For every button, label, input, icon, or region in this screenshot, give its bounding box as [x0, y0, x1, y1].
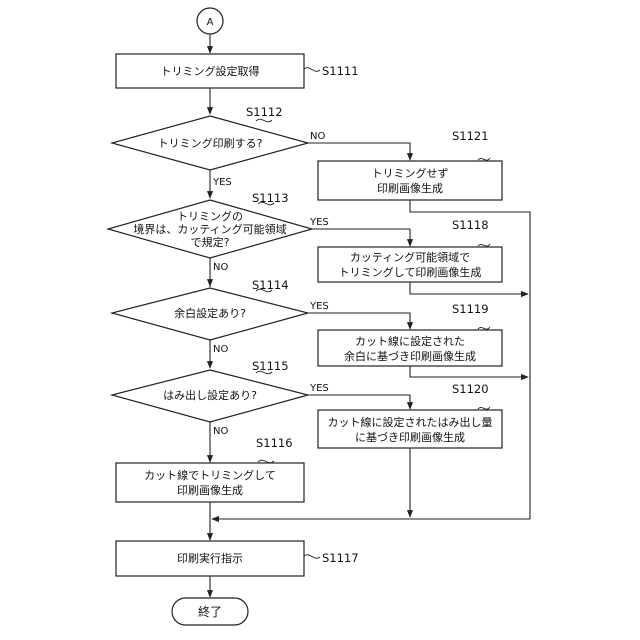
decision-label: トリミングの	[177, 209, 243, 223]
no-label: NO	[213, 426, 228, 437]
leader-line	[304, 68, 320, 72]
process-label: カット線に設定されたはみ出し量	[328, 415, 493, 429]
process-s1121: トリミングせず 印刷画像生成	[318, 161, 502, 200]
decision-label: 境界は、カッティング可能領域	[133, 222, 286, 236]
process-s1119: カット線に設定された 余白に基づき印刷画像生成	[318, 330, 502, 366]
process-label: トリミングせず	[372, 166, 449, 180]
step-label: S1119	[452, 302, 489, 316]
step-label: S1117	[322, 551, 359, 565]
process-label: 印刷実行指示	[177, 551, 243, 565]
process-s1116: カット線でトリミングして 印刷画像生成	[116, 463, 304, 502]
process-label: トリミングして印刷画像生成	[339, 265, 482, 279]
step-label: S1118	[452, 218, 489, 232]
process-label: カッティング可能領域で	[350, 250, 470, 264]
step-label: S1114	[252, 278, 289, 292]
process-label: カット線でトリミングして	[144, 468, 276, 482]
process-s1118: カッティング可能領域で トリミングして印刷画像生成	[318, 247, 502, 282]
leader-line	[478, 327, 490, 329]
decision-s1113: トリミングの 境界は、カッティング可能領域 で規定?	[108, 200, 312, 258]
connector-a: A	[197, 8, 223, 34]
process-label: カット線に設定された	[355, 334, 465, 348]
step-label: S1113	[252, 191, 289, 205]
step-label: S1111	[322, 64, 359, 78]
decision-label: トリミング印刷する?	[158, 136, 263, 150]
process-label: 印刷画像生成	[177, 483, 243, 497]
decision-label: はみ出し設定あり?	[163, 388, 257, 402]
leader-line	[478, 158, 490, 160]
leader-line	[478, 244, 490, 246]
yes-label: YES	[212, 177, 232, 188]
yes-label: YES	[309, 217, 329, 228]
process-label: に基づき印刷画像生成	[355, 430, 465, 444]
process-s1111: トリミング設定取得	[116, 54, 304, 88]
decision-s1112: トリミング印刷する?	[112, 116, 308, 170]
decision-label: 余白設定あり?	[174, 306, 246, 320]
leader-line	[478, 407, 490, 409]
decision-s1115: はみ出し設定あり?	[112, 370, 308, 422]
decision-label: で規定?	[191, 235, 230, 249]
yes-label: YES	[309, 301, 329, 312]
no-label: NO	[310, 131, 325, 142]
terminal-end: 終了	[172, 598, 248, 625]
leader-line	[304, 555, 320, 559]
leader-line	[256, 119, 272, 122]
no-label: NO	[213, 262, 228, 273]
process-s1117: 印刷実行指示	[116, 541, 304, 576]
process-label: 余白に基づき印刷画像生成	[344, 349, 476, 363]
step-label: S1112	[246, 105, 283, 119]
step-label: S1120	[452, 382, 489, 396]
decision-s1114: 余白設定あり?	[112, 288, 308, 340]
step-label: S1121	[452, 129, 489, 143]
connector-label: A	[207, 17, 214, 28]
yes-label: YES	[309, 383, 329, 394]
process-label: トリミング設定取得	[161, 64, 260, 78]
process-s1120: カット線に設定されたはみ出し量 に基づき印刷画像生成	[318, 410, 502, 448]
no-label: NO	[213, 344, 228, 355]
terminal-label: 終了	[198, 604, 222, 619]
step-label: S1115	[252, 359, 289, 373]
process-label: 印刷画像生成	[377, 181, 443, 195]
step-label: S1116	[256, 436, 293, 450]
